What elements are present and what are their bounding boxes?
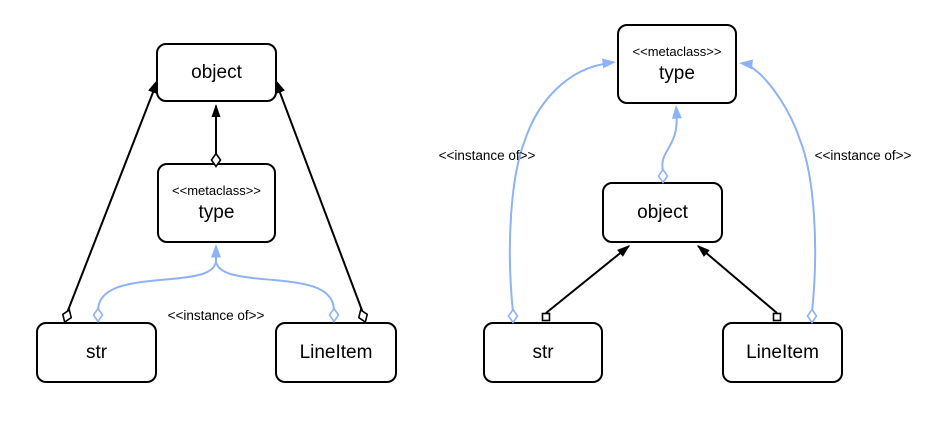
diamond-icon	[806, 308, 818, 324]
left-node-lineitem: LineItem	[275, 322, 397, 383]
arrowhead-icon	[211, 104, 221, 117]
left-node-str-label: str	[85, 341, 108, 363]
right-edge-lineitem-to-object	[697, 245, 778, 314]
right-instance-of-label-right: <<instance of>>	[814, 148, 912, 163]
diamond-icon	[92, 307, 104, 323]
arrowhead-icon	[697, 245, 710, 257]
right-instance-of-label-left: <<instance of>>	[438, 148, 536, 163]
left-instance-of-label: <<instance of>>	[167, 308, 265, 323]
arrowhead-icon	[211, 244, 221, 258]
arrowhead-icon	[617, 245, 630, 257]
right-node-object-label: object	[637, 201, 688, 223]
right-edge-lineitem-instanceof-type	[743, 63, 817, 313]
left-node-lineitem-label: LineItem	[299, 341, 373, 363]
arrowhead-icon	[602, 58, 616, 69]
left-node-type-stereotype: <<metaclass>>	[172, 182, 261, 198]
arrowhead-icon	[739, 59, 753, 70]
right-node-type-label: type	[659, 62, 695, 84]
right-edge-str-to-object	[545, 245, 630, 314]
left-edge-lineitem-instanceof-type	[215, 261, 335, 312]
diamond-icon	[507, 308, 519, 324]
arrowhead-icon	[671, 105, 682, 119]
right-node-str: str	[483, 322, 603, 383]
right-edge-str-instanceof-type	[508, 62, 611, 313]
square-icon	[541, 312, 551, 322]
diamond-icon	[328, 307, 340, 323]
right-node-object: object	[602, 182, 723, 243]
right-node-str-label: str	[532, 341, 554, 363]
right-node-lineitem-label: LineItem	[746, 341, 819, 363]
left-node-str: str	[36, 322, 157, 383]
left-node-object-label: object	[191, 61, 242, 83]
right-edge-object-instanceof-type	[661, 109, 678, 172]
right-node-lineitem: LineItem	[722, 322, 843, 383]
square-icon	[772, 312, 782, 322]
left-edge-str-to-object	[66, 81, 158, 314]
left-edge-str-instanceof-type	[97, 261, 217, 312]
right-node-type: <<metaclass>> type	[617, 24, 737, 104]
left-edge-lineitem-to-object	[275, 81, 364, 314]
left-node-type-label: type	[198, 201, 235, 223]
right-node-type-stereotype: <<metaclass>>	[632, 43, 722, 59]
diamond-icon	[657, 168, 669, 184]
left-node-object: object	[156, 43, 277, 102]
left-node-type: <<metaclass>> type	[157, 163, 276, 243]
